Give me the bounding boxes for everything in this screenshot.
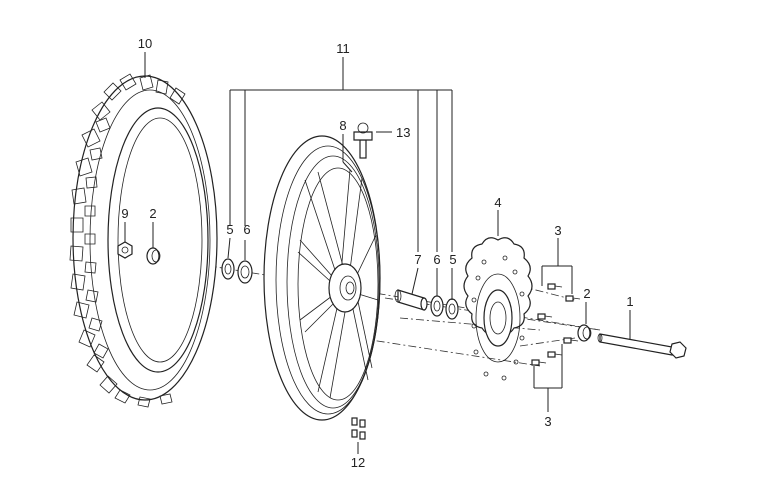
disc-holes bbox=[471, 255, 525, 381]
label-11: 11 bbox=[336, 41, 350, 56]
seal-left bbox=[237, 260, 253, 284]
distance-collar bbox=[394, 289, 428, 311]
label-13: 13 bbox=[396, 125, 410, 140]
bearing-left bbox=[221, 258, 235, 280]
label-5-right: 5 bbox=[449, 252, 456, 267]
label-4: 4 bbox=[494, 195, 501, 210]
label-6-left: 6 bbox=[243, 222, 250, 237]
valve bbox=[353, 122, 373, 159]
spacer-left bbox=[146, 247, 161, 265]
tire-tread bbox=[69, 73, 186, 408]
seal-right bbox=[430, 295, 444, 317]
label-8: 8 bbox=[339, 118, 346, 133]
label-1: 1 bbox=[626, 294, 633, 309]
tire bbox=[69, 73, 218, 408]
label-5-left: 5 bbox=[226, 222, 233, 237]
leader-lines bbox=[124, 52, 631, 454]
wheel-rim bbox=[263, 135, 381, 421]
bolts-top bbox=[537, 283, 581, 320]
label-9: 9 bbox=[121, 206, 128, 221]
label-7: 7 bbox=[414, 252, 421, 267]
bearing-right bbox=[445, 298, 459, 320]
label-12: 12 bbox=[351, 455, 365, 470]
axle bbox=[597, 333, 687, 359]
label-6-right: 6 bbox=[433, 252, 440, 267]
brake-disc bbox=[463, 237, 533, 381]
label-2-left: 2 bbox=[149, 206, 156, 221]
balance-weights bbox=[351, 417, 366, 440]
label-3-top: 3 bbox=[554, 223, 561, 238]
bolts-bottom bbox=[531, 337, 579, 366]
label-10: 10 bbox=[138, 36, 152, 51]
label-3-bottom: 3 bbox=[544, 414, 551, 429]
nut-left bbox=[117, 241, 133, 259]
label-2-right: 2 bbox=[583, 286, 590, 301]
spacer-right bbox=[577, 324, 592, 342]
callout-labels: 10 9 2 11 5 6 8 13 7 6 5 4 3 2 1 3 12 bbox=[121, 36, 633, 470]
